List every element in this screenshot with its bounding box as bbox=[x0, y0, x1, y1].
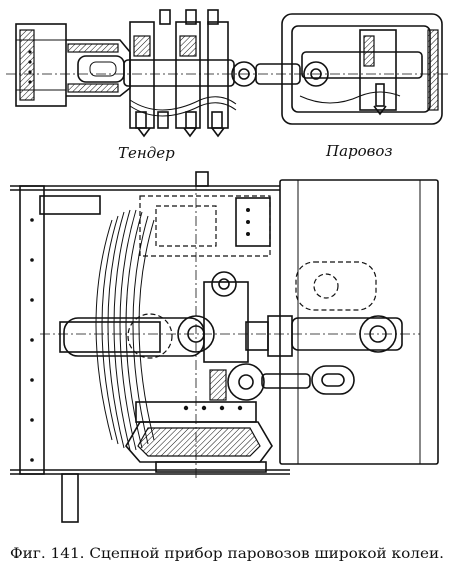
laminated-leaf-spring bbox=[59, 209, 161, 451]
locomotive-buffer-beam bbox=[281, 13, 443, 125]
locomotive-label: Паровоз bbox=[325, 142, 393, 160]
bottom-plan-view bbox=[10, 171, 439, 523]
tender-end-frame bbox=[10, 171, 290, 523]
lower-buffer-assembly bbox=[125, 401, 273, 473]
locomotive-plan-frame bbox=[279, 179, 439, 465]
tender-buffer-beam bbox=[15, 23, 131, 107]
lower-safety-link bbox=[209, 363, 355, 401]
tender-label: Тендер bbox=[118, 144, 175, 162]
tender-drawbar-box bbox=[77, 55, 125, 83]
tender-draft-gear bbox=[123, 9, 237, 138]
upper-bracket bbox=[139, 195, 271, 257]
figure-caption: Фиг. 141. Сцепной прибор паровозов широк… bbox=[10, 546, 444, 562]
top-elevation-view bbox=[6, 9, 448, 138]
